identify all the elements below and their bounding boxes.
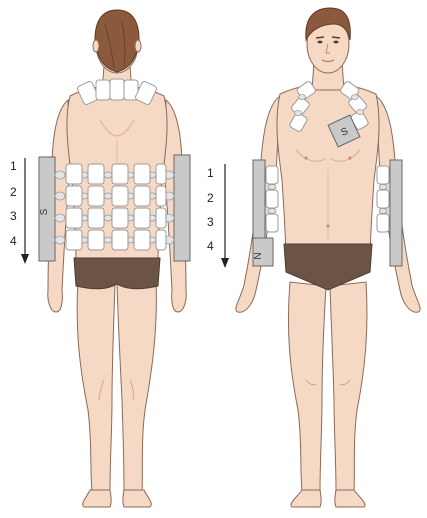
- back-step-4: 4: [10, 234, 17, 248]
- front-step-4: 4: [207, 239, 214, 253]
- back-view-figure: S: [39, 10, 190, 507]
- front-step-indicator: 1 2 3 4: [207, 164, 229, 268]
- back-down-arrow-head: [21, 254, 29, 264]
- back-pole-label: S: [39, 208, 50, 215]
- front-step-3: 3: [207, 215, 214, 229]
- back-step-3: 3: [10, 209, 17, 223]
- front-step-1: 1: [207, 166, 214, 180]
- back-right-side-plate: [174, 155, 190, 261]
- front-view-figure: S N: [236, 8, 420, 507]
- back-legs: [77, 280, 156, 507]
- front-legs: [288, 282, 367, 507]
- front-down-arrow-head: [221, 258, 229, 268]
- back-briefs: [74, 258, 160, 289]
- back-step-indicator: 1 2 3 4: [10, 158, 29, 264]
- front-right-side-plate: [390, 160, 402, 266]
- front-side-pole-label: N: [253, 252, 264, 259]
- front-step-2: 2: [207, 191, 214, 205]
- back-step-1: 1: [10, 159, 17, 173]
- back-step-2: 2: [10, 185, 17, 199]
